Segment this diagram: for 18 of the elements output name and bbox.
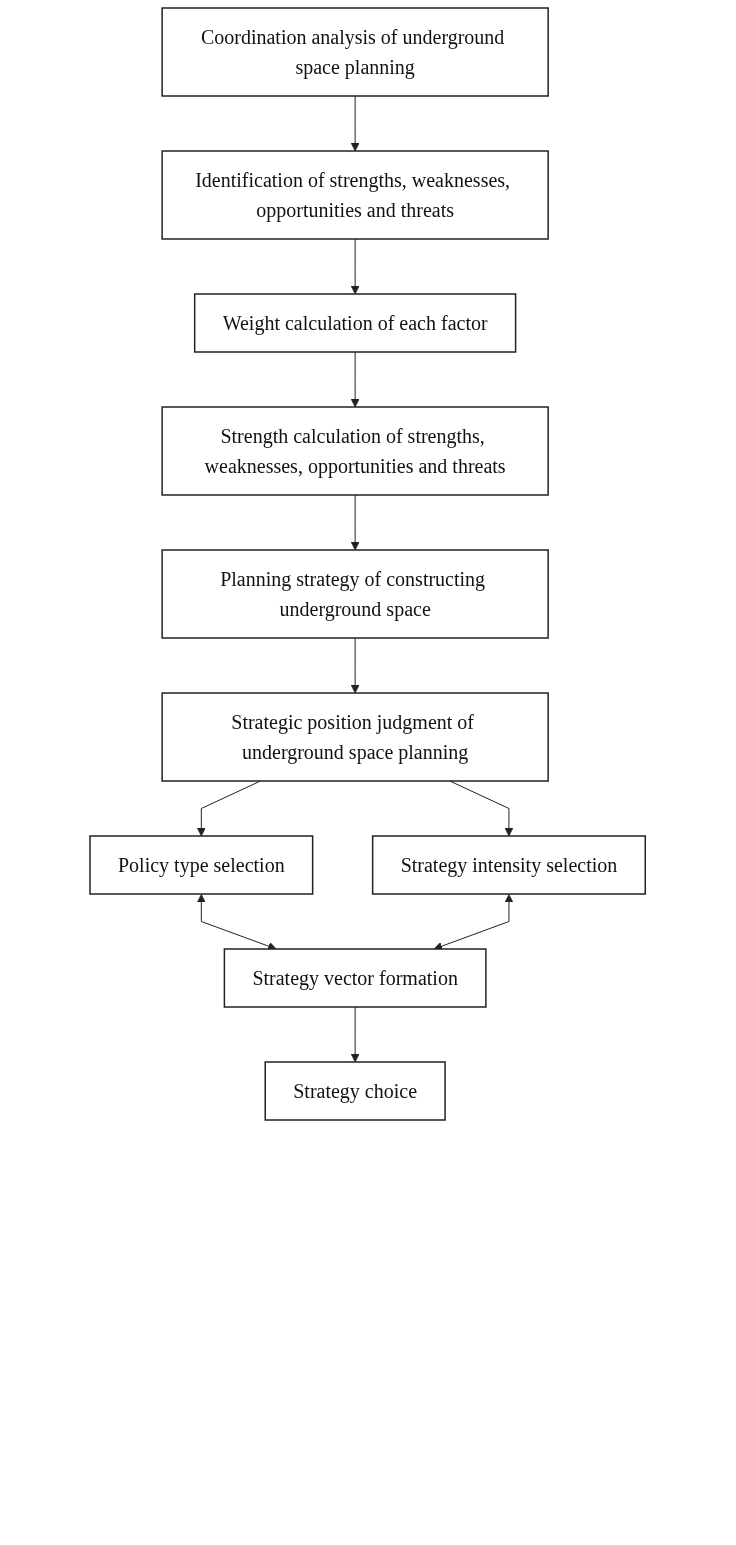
node-box: Strategy vector formation <box>224 948 487 1008</box>
arrow <box>351 238 360 295</box>
node-box: Planning strategy of constructing underground space <box>161 549 550 639</box>
node-box: Identification of strengths, weaknesses, opportunities and threats <box>161 150 550 240</box>
node-box: Coordination analysis of underground space planning <box>161 7 550 97</box>
node-box: Policy type selection <box>89 835 314 895</box>
node-box: Strategy intensity selection <box>372 835 647 895</box>
arrow <box>351 494 360 551</box>
arrow <box>351 637 360 694</box>
arrow <box>351 95 360 152</box>
node-box: Strategy choice <box>264 1061 447 1121</box>
node-box: Weight calculation of each factor <box>194 293 517 353</box>
arrow <box>351 351 360 408</box>
node-box: Strength calculation of strengths, weaknesses, opportunities and threats <box>161 406 550 496</box>
arrow <box>434 894 514 951</box>
arrow <box>351 1006 360 1063</box>
arrow <box>197 894 277 951</box>
node-box: Strategic position judgment of underground space planning <box>161 692 550 782</box>
